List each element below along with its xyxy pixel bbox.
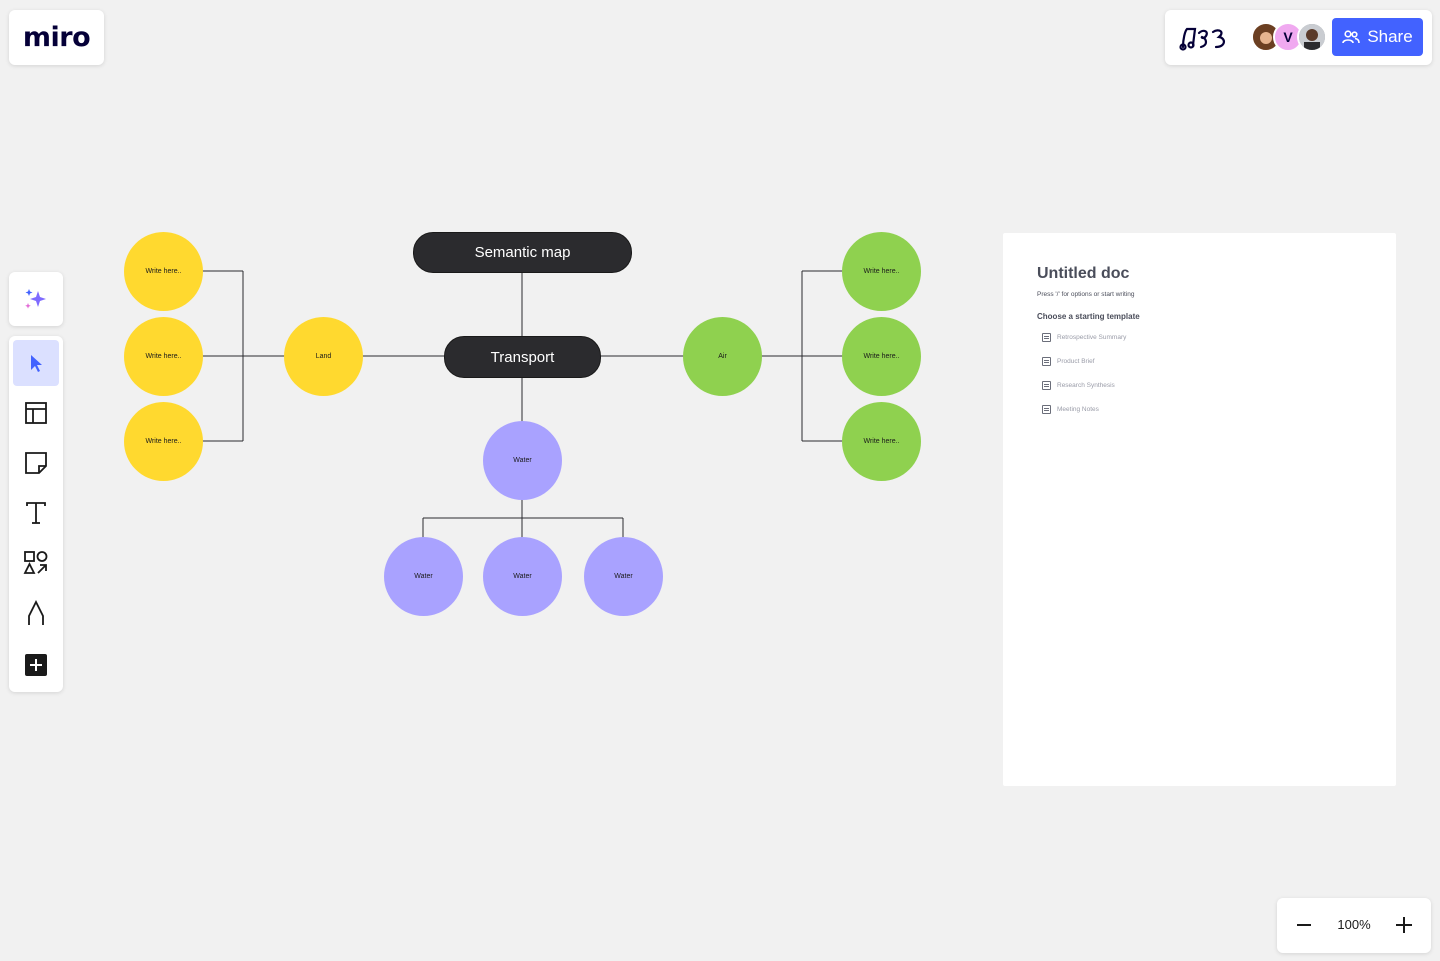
right-leaf-node[interactable]: Write here.. — [842, 317, 921, 396]
template-option[interactable]: Product Brief — [1042, 357, 1095, 366]
document-icon — [1042, 381, 1051, 390]
template-label: Product Brief — [1057, 358, 1095, 365]
sticky-note-icon — [25, 452, 47, 474]
land-node[interactable]: Land — [284, 317, 363, 396]
text-icon — [26, 502, 46, 524]
template-label: Retrospective Summary — [1057, 334, 1127, 341]
doc-template-heading: Choose a starting template — [1037, 312, 1140, 321]
center-node[interactable]: Transport — [444, 336, 601, 378]
share-button[interactable]: Share — [1332, 18, 1423, 56]
more-tools-button[interactable] — [13, 642, 59, 688]
bottom-leaf-node[interactable]: Water — [384, 537, 463, 616]
document-icon — [1042, 405, 1051, 414]
bottom-leaf-node[interactable]: Water — [483, 537, 562, 616]
left-leaf-node[interactable]: Write here.. — [124, 317, 203, 396]
right-leaf-node[interactable]: Write here.. — [842, 402, 921, 481]
pen-icon — [28, 600, 44, 625]
minus-icon — [1297, 924, 1311, 926]
water-node[interactable]: Water — [483, 421, 562, 500]
miro-logo[interactable]: miro — [9, 10, 104, 65]
template-option[interactable]: Research Synthesis — [1042, 381, 1115, 390]
template-label: Research Synthesis — [1057, 382, 1115, 389]
pen-tool[interactable] — [13, 590, 59, 636]
zoom-level[interactable]: 100% — [1337, 917, 1371, 932]
template-icon — [25, 402, 47, 424]
cursor-icon — [31, 355, 42, 372]
sticky-note-tool[interactable] — [13, 440, 59, 486]
air-node[interactable]: Air — [683, 317, 762, 396]
people-icon — [1342, 30, 1361, 44]
text-tool[interactable] — [13, 490, 59, 536]
document-icon — [1042, 333, 1051, 342]
right-leaf-node[interactable]: Write here.. — [842, 232, 921, 311]
zoom-in-button[interactable] — [1389, 910, 1419, 940]
board-doodle-icon[interactable] — [1179, 23, 1231, 53]
plus-icon — [1396, 917, 1412, 933]
bottom-leaf-node[interactable]: Water — [584, 537, 663, 616]
template-option[interactable]: Meeting Notes — [1042, 405, 1099, 414]
plus-icon — [25, 654, 47, 676]
document-icon — [1042, 357, 1051, 366]
zoom-out-button[interactable] — [1289, 910, 1319, 940]
avatar[interactable] — [1297, 22, 1327, 52]
shapes-tool[interactable] — [13, 540, 59, 586]
collaborator-avatars[interactable]: V — [1251, 22, 1331, 52]
shapes-icon — [23, 551, 48, 574]
untitled-doc[interactable]: Untitled doc Press '/' for options or st… — [1003, 233, 1396, 786]
map-title-node[interactable]: Semantic map — [413, 232, 632, 273]
logo-text: miro — [22, 22, 91, 53]
share-label: Share — [1367, 27, 1413, 46]
ai-assist-button[interactable] — [9, 272, 63, 326]
template-label: Meeting Notes — [1057, 406, 1099, 413]
collaboration-bar: V Share — [1165, 10, 1432, 65]
left-leaf-node[interactable]: Write here.. — [124, 402, 203, 481]
sparkle-icon — [25, 289, 46, 309]
doc-title[interactable]: Untitled doc — [1037, 265, 1130, 282]
main-toolbar — [9, 336, 63, 692]
left-leaf-node[interactable]: Write here.. — [124, 232, 203, 311]
select-tool[interactable] — [13, 340, 59, 386]
templates-tool[interactable] — [13, 390, 59, 436]
doc-hint: Press '/' for options or start writing — [1037, 291, 1135, 298]
template-option[interactable]: Retrospective Summary — [1042, 333, 1126, 342]
zoom-controls: 100% — [1277, 898, 1431, 953]
